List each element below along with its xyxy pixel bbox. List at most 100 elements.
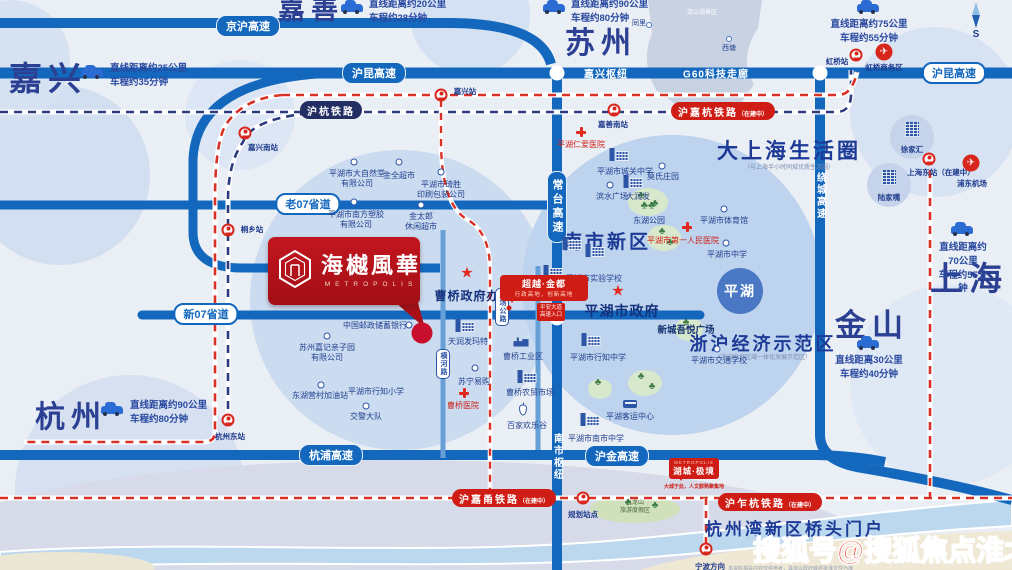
railway-badge: 沪嘉杭铁路（在建中）	[670, 102, 776, 120]
project-logo: 海樾風華 METROPOLIS	[268, 237, 420, 305]
poi-label: 平湖市中学	[707, 250, 747, 259]
pinghu-label: 平湖	[724, 283, 756, 299]
poi-label: 平湖市交通学校	[691, 356, 747, 365]
railway-badge: 沪嘉甬铁路（在建中）	[451, 489, 557, 507]
road-badge: 京沪高速	[216, 15, 280, 37]
railway-badge-note: （在建中）	[737, 111, 769, 118]
railway-badge: 沪乍杭铁路（在建中）	[717, 493, 823, 511]
star-icon: ★	[611, 282, 625, 300]
area-label: 杭州湾新区桥头门户	[705, 520, 885, 539]
compass-north-arrow-icon	[972, 2, 980, 15]
circle-icon	[362, 402, 370, 410]
circle-icon	[437, 168, 445, 176]
disclaimer-text: 本资料相关内容仅供参考，具体以政府最终批准文件为准	[728, 566, 854, 570]
project-latin-name: METROPOLIS	[324, 281, 418, 289]
city-label: 金山	[835, 308, 909, 343]
road-badge: 沪金高速	[585, 445, 649, 467]
circle-icon	[405, 321, 413, 329]
poi-label: 莫氏庄园	[647, 172, 679, 181]
railway-station-label: 虹桥站	[825, 57, 849, 66]
car-icon	[857, 336, 879, 350]
road-badge: 南市枢纽	[551, 433, 563, 481]
poi-label: 平湖客运中心	[606, 412, 654, 421]
compass: S	[968, 2, 984, 40]
car-icon	[101, 402, 123, 416]
tree-icon: ♣	[651, 198, 659, 209]
poi-label: 曹桥工业区	[503, 352, 543, 361]
tree-icon: ♣	[594, 377, 602, 388]
callout-chaoyue-jindu: 超越·金都 行政高地，创新高地	[500, 275, 588, 303]
circle-icon	[395, 158, 403, 166]
callout-tail	[509, 298, 515, 306]
compass-south-label: S	[972, 29, 980, 40]
dot-icon	[726, 36, 732, 42]
area-label: 大上海生活圈	[717, 140, 861, 163]
railway-station-label: 嘉善南站	[598, 120, 628, 129]
city-label: 苏州	[565, 27, 637, 60]
road-badge: 常台高速	[547, 171, 567, 243]
city-label: 上海	[930, 262, 1008, 298]
poi-label: 苏州嘉记亲子园 有限公司	[299, 343, 355, 362]
railway-station-icon	[922, 152, 936, 166]
landmark-circle: 陆家嘴	[867, 163, 911, 207]
callout-anchor-dot	[506, 305, 512, 311]
callout-tail	[678, 476, 684, 484]
road-badge: 绕城高速	[814, 172, 826, 220]
car-icon	[951, 222, 973, 236]
road-badge: 老07省道	[275, 193, 341, 215]
road-badge: 嘉兴枢纽	[584, 69, 628, 81]
cross-icon	[682, 222, 692, 232]
road-badge: G60科技走廊	[683, 69, 749, 81]
poi-label: 天润发玛特	[448, 337, 488, 346]
bldg-icon	[455, 319, 475, 332]
tree-icon: ♣	[651, 500, 659, 511]
poi-label: 平湖市实验学校	[566, 274, 622, 283]
poi-label: 苏宁易购	[458, 377, 490, 386]
plane-icon: ✈	[962, 154, 980, 172]
poi-label: 淀山湖景区	[686, 10, 718, 16]
bldg-icon	[623, 175, 643, 188]
tree-icon: ♣	[666, 237, 674, 248]
railway-station-label: 嘉兴南站	[248, 143, 278, 152]
landmark-label: 徐家汇	[900, 145, 924, 154]
road-badge: 新07省道	[173, 303, 239, 325]
government-label: 平湖市政府	[584, 303, 660, 319]
distance-label: 直线距离约25公里 车程约35分钟	[110, 63, 188, 88]
road-badge: 杭浦高速	[299, 444, 363, 466]
city-label: 杭州	[35, 401, 107, 434]
circle-icon	[350, 198, 358, 206]
poi-label: 东湖公园	[633, 216, 665, 225]
plane-icon: ✈	[875, 43, 893, 61]
poi-label: 平湖市南市中学	[568, 434, 624, 443]
city-label: 嘉兴	[9, 62, 87, 98]
poi-label: 平湖市大自然堂 有限公司	[329, 169, 385, 188]
star-icon: ★	[460, 264, 474, 282]
circle-icon	[417, 201, 425, 209]
poi-label: 交警大队	[350, 412, 382, 421]
poi-label: 平湖市城关中学	[597, 167, 653, 176]
pinghu-city-circle: 平湖	[717, 268, 763, 314]
distance-label: 直线距离约70公里 车程约55分钟	[938, 242, 988, 295]
car-icon	[341, 0, 363, 14]
distance-label: 直线距离约90公里 车程约80分钟	[571, 0, 649, 24]
landmark-circle: 徐家汇	[890, 115, 934, 159]
tree-icon: ♣	[637, 371, 645, 382]
poi-label: 平湖市第一人民医院	[647, 236, 719, 245]
bldg-icon	[543, 265, 563, 278]
callout-caption: 大城于此，人文醇熟聚集地	[663, 484, 725, 490]
cross-icon	[459, 388, 469, 398]
railway-station-icon	[576, 491, 590, 505]
callout-highway-entrance: 平安大道 高速入口	[537, 303, 565, 321]
circle-icon	[350, 158, 358, 166]
bldg-icon	[609, 148, 629, 161]
car-icon	[543, 0, 565, 14]
bldg-icon	[517, 370, 537, 383]
poi-label: 大润发	[626, 192, 650, 201]
railway-station-label: 规划站点	[568, 510, 598, 519]
project-name: 海樾風華	[321, 252, 422, 278]
distance-label: 直线距离约20公里 车程约28分钟	[369, 0, 447, 24]
railway-station-label: 杭州东站	[215, 432, 245, 441]
pear-icon	[519, 402, 527, 416]
cross-icon	[576, 127, 586, 137]
